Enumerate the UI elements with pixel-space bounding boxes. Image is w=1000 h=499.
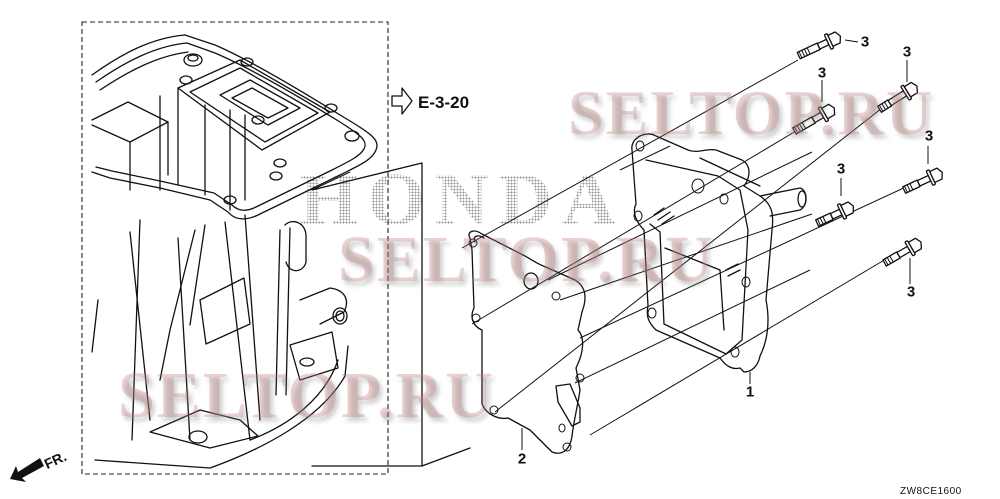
callout-3-upper-mid[interactable]: 3 — [817, 64, 827, 82]
drawing-code: ZW8CE1600 — [900, 486, 962, 497]
bolts — [792, 31, 943, 284]
extension-case-drawing — [91, 34, 378, 469]
front-direction-arrow-icon — [10, 458, 44, 482]
bolt-a — [796, 31, 842, 60]
callout-3-middle[interactable]: 3 — [836, 160, 846, 178]
bolt-e — [901, 167, 943, 194]
bolt-d — [814, 201, 855, 227]
bolt-c — [877, 81, 919, 113]
gasket-plane-outline — [311, 162, 423, 467]
callout-3-right[interactable]: 3 — [924, 127, 934, 145]
callout-3-upper-right[interactable]: 3 — [902, 43, 912, 61]
callout-3-top[interactable]: 3 — [860, 33, 870, 51]
reference-label[interactable]: E-3-20 — [418, 93, 470, 112]
part-1-housing-gasket — [631, 133, 807, 384]
outline-arrow-right-icon — [391, 87, 413, 115]
callout-3-bottom[interactable]: 3 — [906, 283, 916, 301]
callout-2[interactable]: 2 — [517, 450, 527, 468]
bolt-b — [792, 103, 836, 135]
callout-1[interactable]: 1 — [745, 383, 755, 401]
bolt-f — [882, 237, 923, 267]
reference-dashed-box — [81, 21, 389, 475]
part-2-plate-gasket — [468, 230, 586, 454]
